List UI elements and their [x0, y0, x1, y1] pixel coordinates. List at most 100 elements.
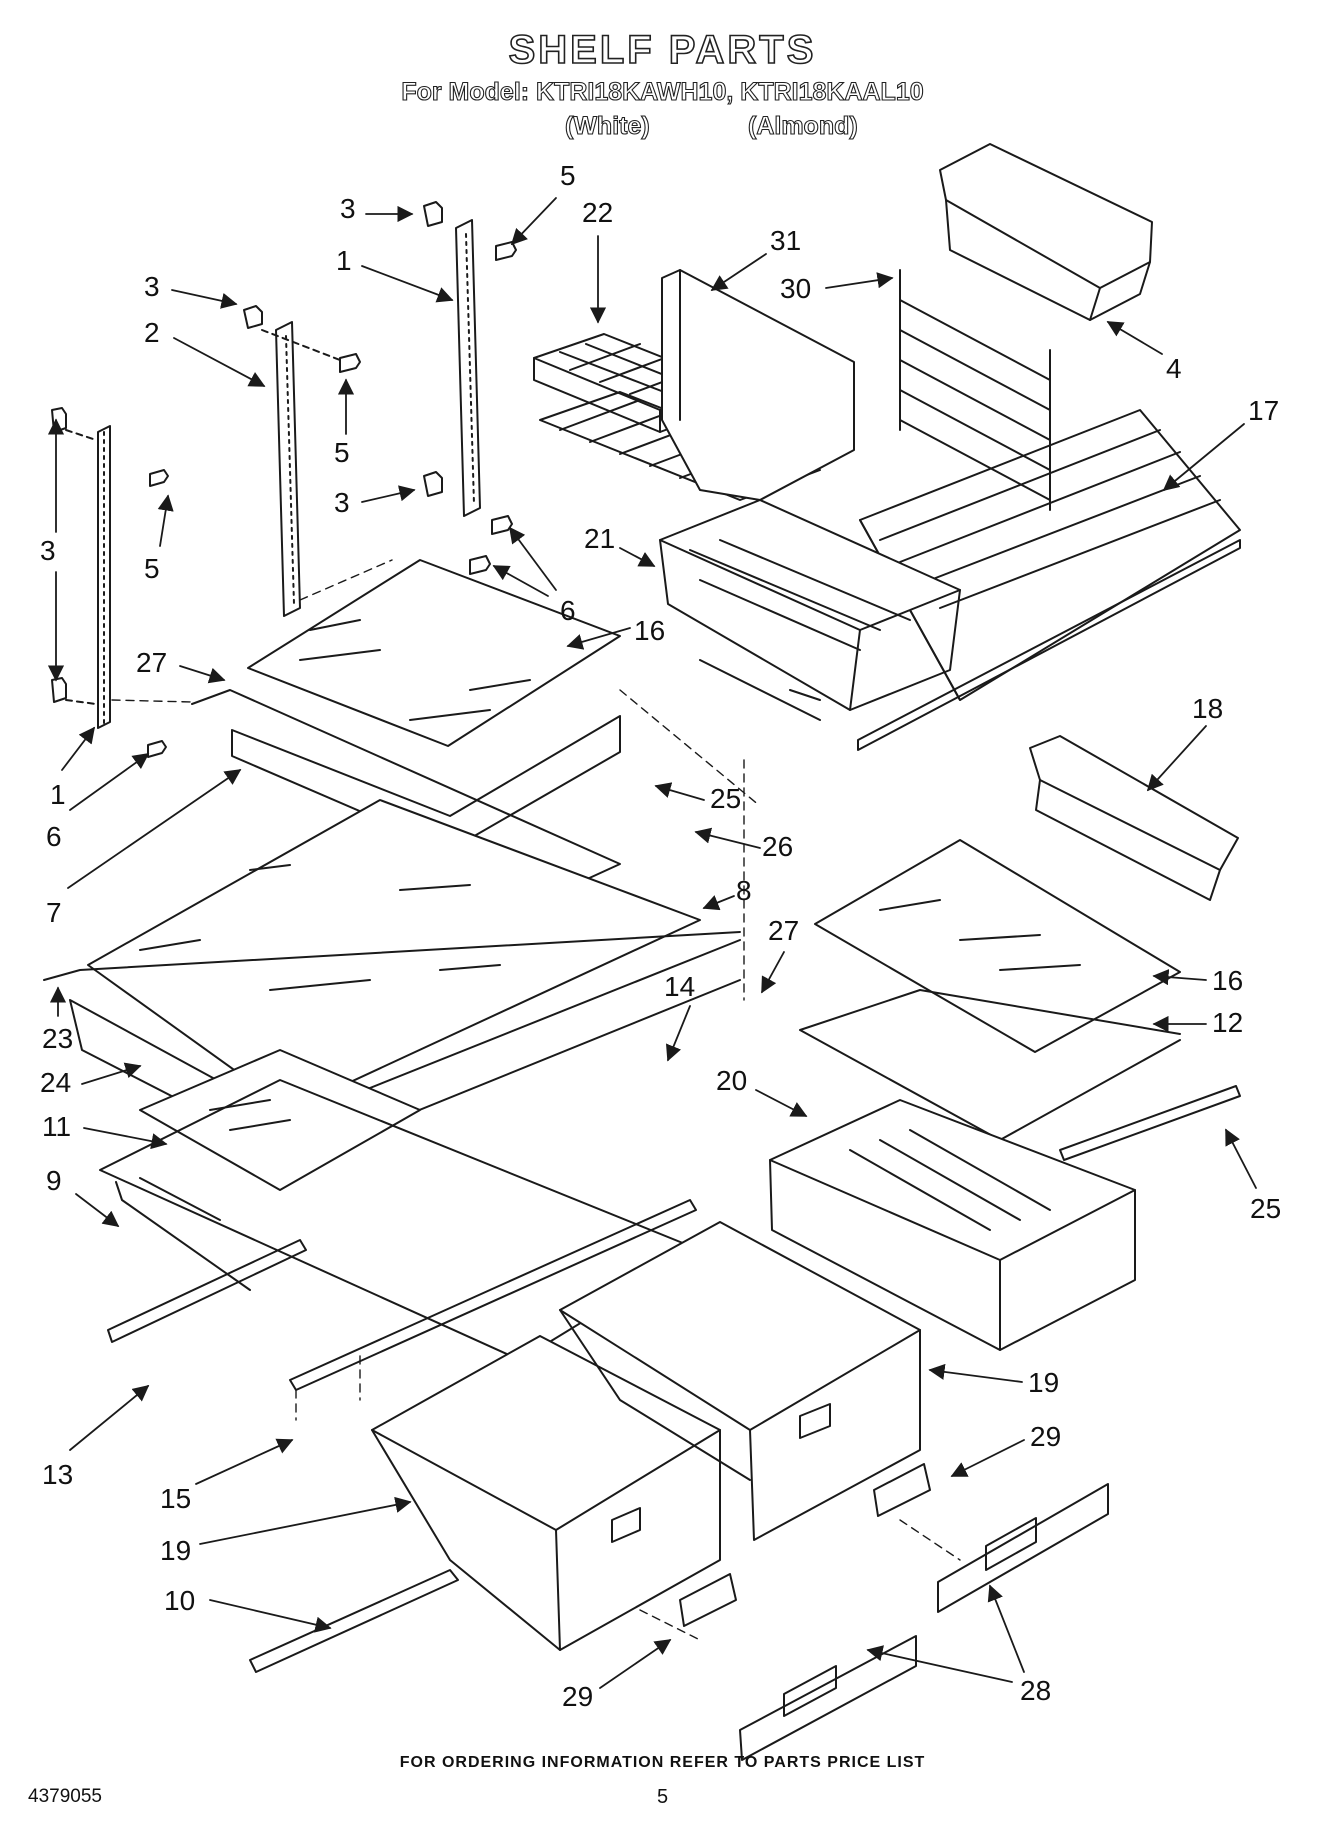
- callout-8: 8: [702, 875, 752, 911]
- crisper-slide-rail-left: [107, 1199, 697, 1391]
- svg-text:28: 28: [1020, 1675, 1051, 1706]
- callout-7: 7: [46, 769, 242, 928]
- callout-15: 15: [160, 1438, 294, 1514]
- svg-text:23: 23: [42, 1023, 73, 1054]
- svg-text:3: 3: [340, 193, 356, 224]
- model-subtitle: For Model: KTRI18KAWH10, KTRI18KAAL10: [401, 77, 924, 106]
- shelf-support-rail-right: [423, 201, 517, 575]
- page-number: 5: [657, 1786, 669, 1808]
- callout-24: 24: [40, 1062, 142, 1098]
- variant-white-label: (White): [564, 111, 650, 140]
- callout-31: 31: [710, 225, 801, 291]
- svg-text:19: 19: [1028, 1367, 1059, 1398]
- callout-5-c: 5: [144, 494, 174, 584]
- document-number: 4379055: [28, 1786, 102, 1807]
- svg-text:20: 20: [716, 1065, 747, 1096]
- callout-25-a: 25: [654, 782, 741, 814]
- page-title: SHELF PARTS: [508, 27, 817, 73]
- door-shelf-bar: [1029, 735, 1239, 901]
- callout-1-b: 1: [50, 726, 95, 810]
- callout-10: 10: [164, 1585, 332, 1633]
- svg-text:16: 16: [1212, 965, 1243, 996]
- callout-22: 22: [582, 197, 613, 324]
- svg-text:21: 21: [584, 523, 615, 554]
- svg-text:8: 8: [736, 875, 752, 906]
- callout-23: 23: [42, 986, 73, 1054]
- callout-20: 20: [716, 1065, 808, 1117]
- drawer-front-rail: [249, 1569, 459, 1673]
- callout-16-a: 16: [566, 615, 665, 650]
- callout-11: 11: [42, 1111, 168, 1150]
- svg-text:5: 5: [560, 160, 576, 191]
- callout-27-b: 27: [761, 915, 799, 994]
- svg-text:24: 24: [40, 1067, 71, 1098]
- callout-26: 26: [694, 827, 793, 862]
- callout-18: 18: [1146, 693, 1223, 792]
- door-bin: [939, 143, 1153, 321]
- crisper-cover-glass: [139, 1049, 421, 1191]
- right-slide-rail: [1059, 1085, 1241, 1161]
- callout-6-b: 6: [46, 753, 150, 852]
- svg-text:29: 29: [1030, 1421, 1061, 1452]
- svg-text:16: 16: [634, 615, 665, 646]
- glass-shelf-middle: [87, 799, 701, 1111]
- svg-text:1: 1: [336, 245, 352, 276]
- svg-text:31: 31: [770, 225, 801, 256]
- svg-text:13: 13: [42, 1459, 73, 1490]
- svg-text:27: 27: [768, 915, 799, 946]
- callout-9: 9: [46, 1165, 120, 1227]
- svg-text:3: 3: [144, 271, 160, 302]
- callout-6-a: 6: [492, 526, 576, 626]
- callout-3-a: 3: [340, 193, 414, 224]
- svg-text:1: 1: [50, 779, 66, 810]
- callout-29-a: 29: [950, 1421, 1061, 1477]
- svg-text:25: 25: [710, 783, 741, 814]
- divider-panel: [661, 269, 855, 501]
- svg-text:6: 6: [560, 595, 576, 626]
- svg-text:9: 9: [46, 1165, 62, 1196]
- variant-almond-label: (Almond): [747, 111, 858, 140]
- callout-30: 30: [780, 272, 894, 304]
- svg-text:3: 3: [334, 487, 350, 518]
- svg-text:6: 6: [46, 821, 62, 852]
- assembly-guide-lines: [111, 559, 961, 1641]
- callout-27-a: 27: [136, 647, 226, 684]
- glass-shelf-upper: [247, 559, 621, 747]
- handle-clip: [679, 1463, 931, 1627]
- svg-text:22: 22: [582, 197, 613, 228]
- svg-text:27: 27: [136, 647, 167, 678]
- callout-5-a: 5: [510, 160, 576, 246]
- svg-text:11: 11: [42, 1111, 71, 1142]
- drawer-handle-trim: [739, 1483, 1109, 1761]
- ordering-info-footer: FOR ORDERING INFORMATION REFER TO PARTS …: [399, 1754, 926, 1771]
- svg-text:5: 5: [144, 553, 160, 584]
- freezer-basket: [659, 499, 961, 721]
- callout-17: 17: [1162, 395, 1279, 492]
- callout-3-b: 3: [144, 271, 238, 309]
- svg-text:12: 12: [1212, 1007, 1243, 1038]
- callout-29-b: 29: [562, 1639, 672, 1712]
- svg-text:5: 5: [334, 437, 350, 468]
- freezer-wire-shelf-large: [857, 409, 1241, 751]
- callout-4: 4: [1106, 321, 1182, 384]
- callout-28: 28: [866, 1584, 1051, 1706]
- glass-shelf-right: [814, 839, 1181, 1053]
- shelf-support-rail-middle: [243, 305, 361, 617]
- svg-text:2: 2: [144, 317, 160, 348]
- callout-2: 2: [144, 317, 266, 387]
- svg-text:3: 3: [40, 535, 56, 566]
- crisper-drawer-left: [371, 1335, 721, 1651]
- callout-3-d: 3: [334, 485, 416, 518]
- callout-19-a: 19: [928, 1363, 1059, 1398]
- svg-text:25: 25: [1250, 1193, 1281, 1224]
- svg-text:15: 15: [160, 1483, 191, 1514]
- svg-text:19: 19: [160, 1535, 191, 1566]
- callout-3-c: 3: [40, 418, 65, 682]
- callout-14: 14: [664, 971, 695, 1062]
- callout-19-b: 19: [160, 1496, 412, 1566]
- svg-text:14: 14: [664, 971, 695, 1002]
- svg-text:30: 30: [780, 273, 811, 304]
- callout-25-b: 25: [1225, 1128, 1281, 1224]
- svg-text:7: 7: [46, 897, 62, 928]
